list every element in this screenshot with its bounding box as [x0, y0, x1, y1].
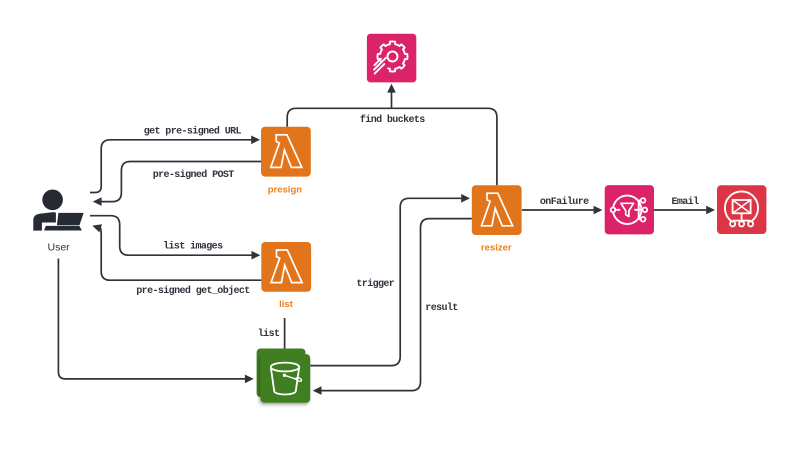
svg-text:presign: presign [268, 184, 303, 195]
svg-text:pre-signed get_object: pre-signed get_object [136, 285, 250, 297]
svg-text:list images: list images [163, 241, 223, 253]
svg-text:Email: Email [671, 196, 699, 208]
svg-text:get pre-signed URL: get pre-signed URL [144, 125, 242, 137]
svg-text:User: User [48, 241, 71, 253]
svg-text:onFailure: onFailure [540, 196, 589, 208]
svg-text:list: list [258, 328, 280, 340]
svg-text:pre-signed POST: pre-signed POST [153, 169, 235, 181]
svg-text:resizer: resizer [481, 242, 512, 253]
svg-text:list: list [279, 299, 294, 310]
svg-text:result: result [425, 302, 458, 314]
svg-text:find buckets: find buckets [360, 114, 425, 126]
svg-text:trigger: trigger [356, 278, 394, 290]
